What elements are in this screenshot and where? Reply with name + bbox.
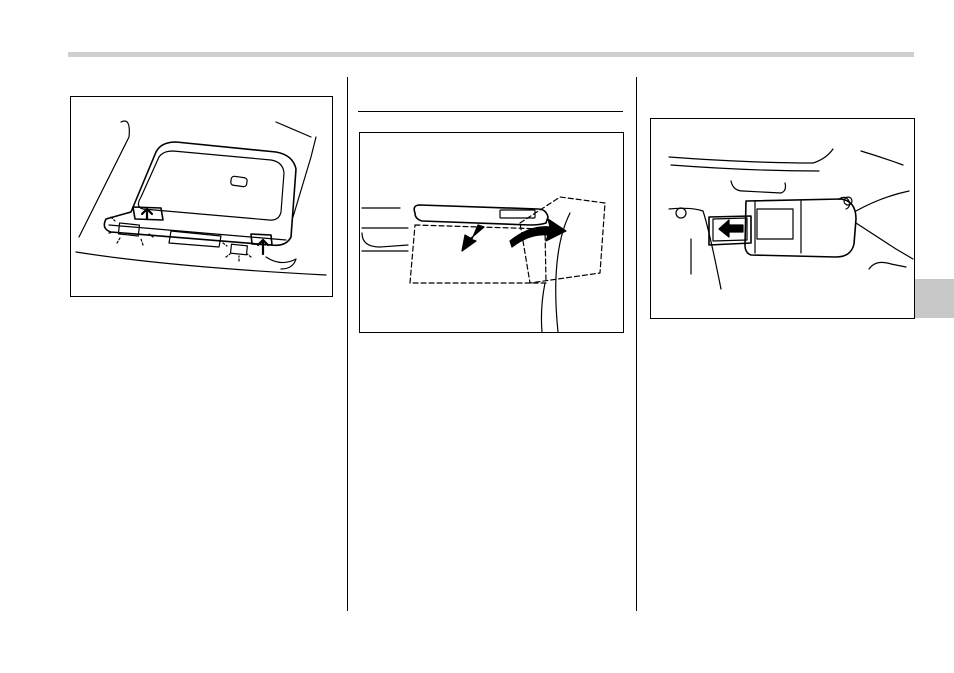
vanity-mirror-illustration [650,118,915,319]
overhead-map-light-buttons-icon [71,97,332,296]
sun-visor-illustration [359,132,624,333]
column-divider-right [636,77,637,611]
column-divider-left [347,77,348,611]
section-heading-rule [358,111,623,112]
sun-visor-swing-icon [360,133,623,332]
vanity-mirror-slide-icon [651,119,914,318]
chapter-tab [915,279,954,318]
header-rule [68,52,914,57]
map-light-illustration [70,96,333,297]
